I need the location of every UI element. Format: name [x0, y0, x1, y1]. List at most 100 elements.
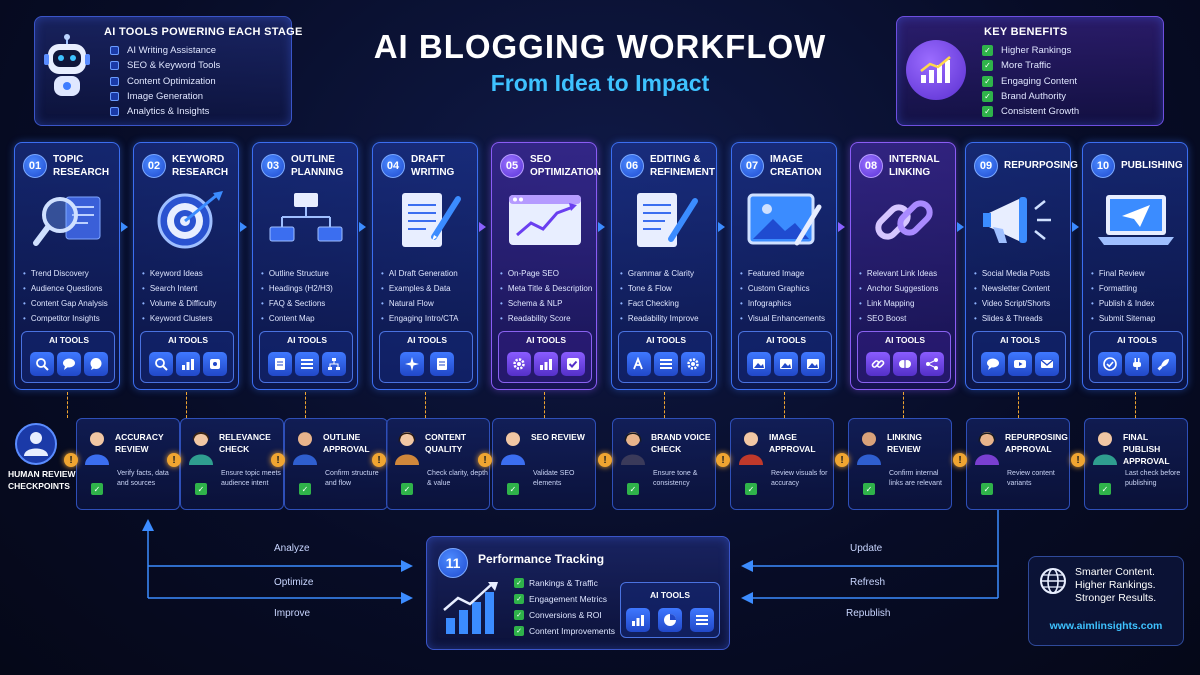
check-icon: ✓: [982, 76, 993, 87]
tool-bullet-icon: [110, 92, 119, 101]
ai-tools-label: AI TOOLS: [620, 590, 720, 600]
page-title: AI BLOGGING WORKFLOW: [330, 28, 870, 66]
check-icon: ✓: [514, 626, 524, 636]
ai-tools-label: AI TOOLS: [141, 335, 235, 345]
check-icon: ✓: [982, 91, 993, 102]
growth-chart-icon: [440, 580, 504, 638]
search-icon[interactable]: [149, 352, 173, 376]
stage-card-outline-planning[interactable]: 03 OUTLINE PLANNING Outline Structure He…: [252, 142, 358, 390]
list-item: Competitor Insights: [23, 311, 108, 326]
stage-number: 10: [1091, 154, 1115, 178]
plug-icon[interactable]: [1125, 352, 1149, 376]
stage-card-keyword-research[interactable]: 02 KEYWORD RESEARCH Keyword Ideas Search…: [133, 142, 239, 390]
cta-line: Stronger Results.: [1075, 592, 1156, 604]
tools-item: AI Writing Assistance: [110, 45, 216, 56]
pie-chart-icon[interactable]: [658, 608, 682, 632]
ai-tools-box: AI TOOLS: [259, 331, 353, 383]
loop-label-optimize: Optimize: [274, 577, 313, 588]
stage-card-topic-research[interactable]: 01 TOPIC RESEARCH Trend Discovery Audien…: [14, 142, 120, 390]
search-icon[interactable]: [30, 352, 54, 376]
laptop-send-icon: [1096, 189, 1176, 251]
stage-list: AI Draft Generation Examples & Data Natu…: [381, 266, 458, 326]
checkbox-icon[interactable]: [561, 352, 585, 376]
text-icon[interactable]: [627, 352, 651, 376]
list-item: Infographics: [740, 296, 825, 311]
review-card[interactable]: CONTENT QUALITY Check clarity, depth & v…: [386, 418, 490, 510]
mail-icon[interactable]: [1035, 352, 1059, 376]
review-card[interactable]: REPURPOSING APPROVAL Review content vari…: [966, 418, 1070, 510]
image-icon[interactable]: [747, 352, 771, 376]
sparkle-icon[interactable]: [400, 352, 424, 376]
video-icon[interactable]: [1008, 352, 1032, 376]
image-icon[interactable]: [774, 352, 798, 376]
flowchart-icon: [266, 189, 346, 251]
stage-list: Relevant Link Ideas Anchor Suggestions L…: [859, 266, 938, 326]
review-card[interactable]: LINKING REVIEW Confirm internal links ar…: [848, 418, 952, 510]
stage-card-internal-linking[interactable]: 08 INTERNAL LINKING Relevant Link Ideas …: [850, 142, 956, 390]
document-icon[interactable]: [268, 352, 292, 376]
cta-line: Higher Rankings.: [1075, 579, 1156, 591]
tools-item: SEO & Keyword Tools: [110, 60, 220, 71]
review-card[interactable]: BRAND VOICE CHECK Ensure tone & consiste…: [612, 418, 716, 510]
reviewer-avatar-icon: [973, 429, 1001, 467]
stage-card-editing-refinement[interactable]: 06 EDITING & REFINEMENT Grammar & Clarit…: [611, 142, 717, 390]
gear-icon[interactable]: [681, 352, 705, 376]
list-icon[interactable]: [654, 352, 678, 376]
target-icon: [147, 189, 227, 251]
stage-card-repurposing[interactable]: 09 REPURPOSING Social Media Posts Newsle…: [965, 142, 1071, 390]
stage-card-image-creation[interactable]: 07 IMAGE CREATION Featured Image Custom …: [731, 142, 837, 390]
flow-arrow: [718, 222, 725, 232]
ai-tools-box: AI TOOLS: [140, 331, 234, 383]
list-item: Audience Questions: [23, 281, 108, 296]
link-icon[interactable]: [866, 352, 890, 376]
list-item: SEO Boost: [859, 311, 938, 326]
check-circle-icon[interactable]: [1098, 352, 1122, 376]
reviewer-avatar-icon: [737, 429, 765, 467]
chart-icon[interactable]: [176, 352, 200, 376]
chat-icon[interactable]: [981, 352, 1005, 376]
brain-icon[interactable]: [893, 352, 917, 376]
list-icon[interactable]: [295, 352, 319, 376]
message-icon[interactable]: [84, 352, 108, 376]
stage-title: SEO OPTIMIZATION: [530, 153, 596, 179]
page-subtitle: From Idea to Impact: [330, 70, 870, 97]
ai-tools-box: AI TOOLS: [738, 331, 832, 383]
reviewer-avatar-icon: [187, 429, 215, 467]
review-card[interactable]: RELEVANCE CHECK Ensure topic meets audie…: [180, 418, 284, 510]
review-card[interactable]: IMAGE APPROVAL Review visuals for accura…: [730, 418, 834, 510]
check-icon: ✓: [91, 483, 103, 495]
website-link[interactable]: www.aimlinsights.com: [1028, 620, 1184, 632]
check-icon: ✓: [195, 483, 207, 495]
review-card[interactable]: ACCURACY REVIEW Verify facts, data and s…: [76, 418, 180, 510]
document-icon[interactable]: [430, 352, 454, 376]
chat-icon[interactable]: [57, 352, 81, 376]
review-card[interactable]: SEO REVIEW Validate SEO elements ✓: [492, 418, 596, 510]
magnifier-icon: [28, 189, 108, 251]
flow-arrow: [598, 222, 605, 232]
ai-tools-label: AI TOOLS: [22, 335, 116, 345]
stage-card-draft-writing[interactable]: 04 DRAFT WRITING AI Draft Generation Exa…: [372, 142, 478, 390]
hierarchy-icon[interactable]: [322, 352, 346, 376]
chart-icon[interactable]: [534, 352, 558, 376]
list-item: Newsletter Content: [974, 281, 1050, 296]
review-card[interactable]: FINAL PUBLISH APPROVAL Last check before…: [1084, 418, 1188, 510]
chart-icon[interactable]: [626, 608, 650, 632]
list-icon[interactable]: [690, 608, 714, 632]
list-item: Publish & Index: [1091, 296, 1155, 311]
key-benefits-title: KEY BENEFITS: [984, 26, 1067, 38]
ai-tools-title: AI TOOLS POWERING EACH STAGE: [104, 26, 303, 38]
tools-item: Content Optimization: [110, 76, 216, 87]
stage-card-seo-optimization[interactable]: 05 SEO OPTIMIZATION On-Page SEO Meta Tit…: [491, 142, 597, 390]
rocket-icon[interactable]: [1152, 352, 1176, 376]
share-icon[interactable]: [920, 352, 944, 376]
list-item: Outline Structure: [261, 266, 333, 281]
flow-arrow: [479, 222, 486, 232]
gear-icon[interactable]: [507, 352, 531, 376]
puzzle-icon[interactable]: [203, 352, 227, 376]
stage-card-publishing[interactable]: 10 PUBLISHING Final Review Formatting Pu…: [1082, 142, 1188, 390]
check-icon: ✓: [1099, 483, 1111, 495]
warning-icon: !: [478, 453, 492, 467]
connector-line: [425, 392, 426, 418]
flow-arrow: [121, 222, 128, 232]
image-icon[interactable]: [801, 352, 825, 376]
